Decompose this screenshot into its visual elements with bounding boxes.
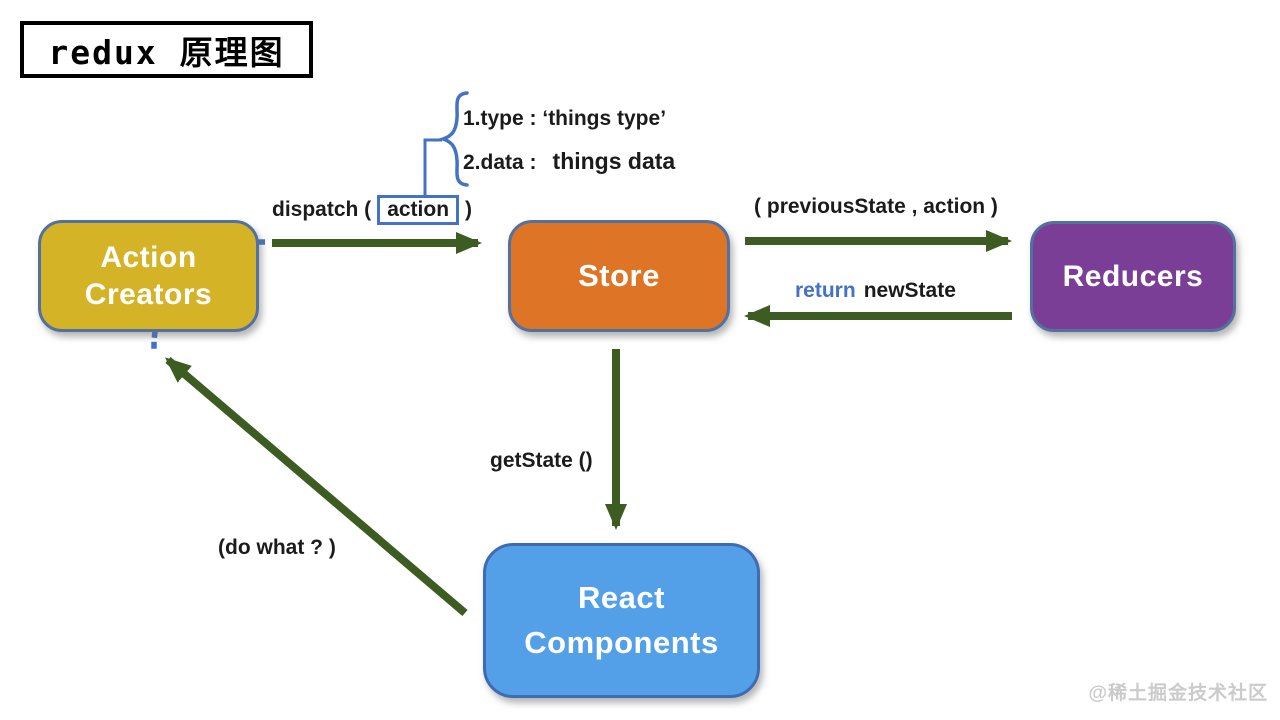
- store-node: Store: [508, 220, 730, 332]
- react-components-node: React Components: [483, 543, 760, 698]
- action-annotation-line2: 2.data : things data: [463, 148, 675, 175]
- do-what-label: (do what ? ): [218, 536, 336, 560]
- diagram-title: redux 原理图: [20, 21, 313, 78]
- new-state-text: newState: [863, 279, 956, 302]
- store-label: Store: [578, 257, 660, 293]
- dispatch-label: dispatch (action): [272, 195, 473, 226]
- reducers-node: Reducers: [1030, 221, 1236, 332]
- react-components-label-line1: React: [578, 579, 665, 615]
- return-new-state-label: return newState: [795, 279, 956, 303]
- action-to-brace-connector: [423, 138, 442, 196]
- action-boxed-text: action: [377, 195, 460, 226]
- action-annotation-line1: 1.type : ‘things type’: [463, 107, 666, 131]
- previous-state-text: ( previousState , action ): [754, 195, 998, 218]
- action-creators-label-line1: Action: [100, 240, 197, 274]
- action-creators-label-line2: Creators: [84, 278, 213, 311]
- annotation-data-value: things data: [552, 148, 676, 174]
- return-keyword-text: return: [795, 279, 856, 302]
- do-what-arrow: [164, 356, 468, 617]
- get-state-label: getState (): [490, 449, 593, 473]
- previous-state-label: ( previousState , action ): [737, 195, 1015, 219]
- react-components-label-line2: Components: [524, 624, 719, 660]
- dispatch-close-text: ): [465, 198, 473, 221]
- diagram-title-text: redux 原理图: [48, 32, 285, 72]
- do-what-text: (do what ? ): [218, 536, 336, 559]
- reducers-label: Reducers: [1062, 259, 1204, 293]
- annotation-data-key: 2.data :: [463, 151, 537, 174]
- annotation-type-text: 1.type : ‘things type’: [463, 107, 667, 130]
- community-watermark: @稀土掘金技术社区: [1088, 678, 1268, 705]
- action-creators-node: Action Creators: [38, 220, 259, 332]
- dispatch-open-text: dispatch (: [272, 198, 372, 221]
- watermark-text: @稀土掘金技术社区: [1088, 683, 1268, 704]
- get-state-text: getState (): [490, 449, 593, 472]
